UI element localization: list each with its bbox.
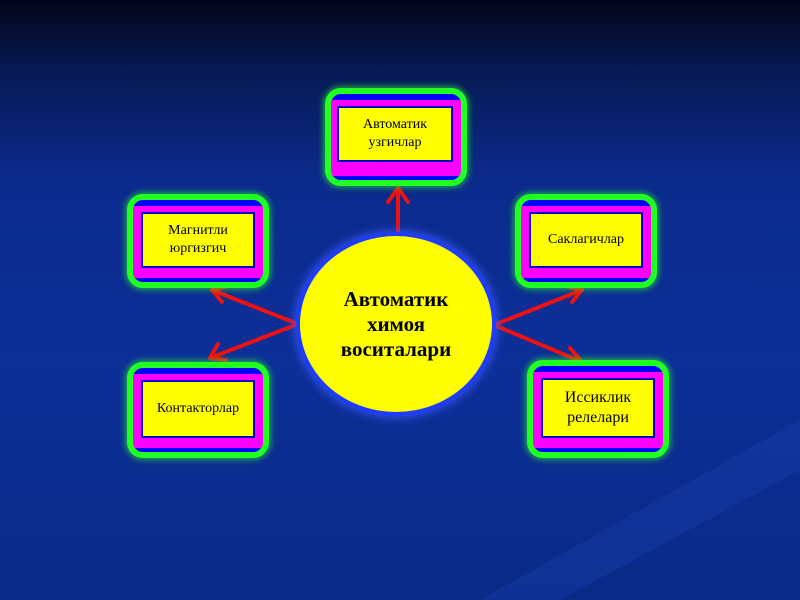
arrow-to-lower-left <box>208 322 300 362</box>
node-upper-left-line-2: юргизгич <box>169 241 227 256</box>
node-upper-left-line-1: Магнитли <box>168 223 228 238</box>
node-top-label: Автоматик узгичлар <box>363 116 427 152</box>
center-node-label: Автоматик химоя воситалари <box>321 287 471 362</box>
center-line-2: химоя <box>366 311 426 336</box>
arrow-to-top <box>386 186 410 234</box>
center-line-3: воситалари <box>340 336 452 361</box>
node-upper-right-label: Саклагичлар <box>548 231 624 249</box>
node-upper-left: Магнитли юргизгич <box>127 194 269 288</box>
node-lower-left-inner: Контакторлар <box>141 380 255 438</box>
node-upper-right-inner: Саклагичлар <box>529 212 643 268</box>
center-node: Автоматик химоя воситалари <box>300 236 492 412</box>
node-upper-right: Саклагичлар <box>515 194 657 288</box>
center-line-1: Автоматик <box>343 286 449 311</box>
node-top-line-2: узгичлар <box>368 135 422 150</box>
node-lower-right-line-2: релелари <box>567 409 629 426</box>
arrow-to-upper-left <box>210 284 300 326</box>
node-upper-right-line-1: Саклагичлар <box>547 232 625 247</box>
node-lower-left-label: Контакторлар <box>157 400 239 418</box>
node-lower-right-label: Иссиклик релелари <box>565 388 631 428</box>
node-lower-right: Иссиклик релелари <box>527 360 669 458</box>
arrow-to-upper-right <box>492 284 584 327</box>
node-lower-left-line-1: Контакторлар <box>156 401 240 416</box>
node-top-line-1: Автоматик <box>362 117 428 132</box>
node-upper-left-label: Магнитли юргизгич <box>168 222 228 258</box>
node-top-inner: Автоматик узгичлар <box>337 106 453 162</box>
node-upper-left-inner: Магнитли юргизгич <box>141 212 255 268</box>
node-lower-left: Контакторлар <box>127 362 269 458</box>
node-lower-right-inner: Иссиклик релелари <box>541 378 655 438</box>
node-lower-right-line-1: Иссиклик <box>564 389 632 406</box>
node-top: Автоматик узгичлар <box>325 88 467 186</box>
